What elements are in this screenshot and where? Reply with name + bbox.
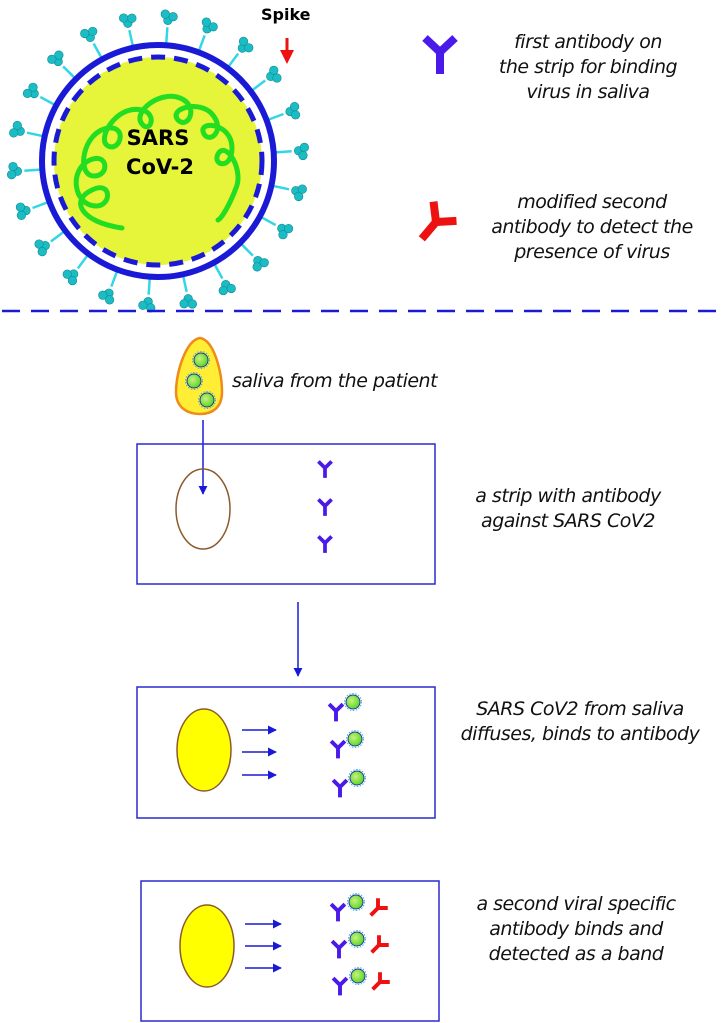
sample-pad-saliva bbox=[179, 904, 235, 988]
spike-icon bbox=[22, 82, 55, 106]
virus-label-line1: SARS bbox=[127, 126, 190, 150]
spike-icon bbox=[9, 120, 43, 138]
virion-icon bbox=[344, 693, 362, 711]
spike-icon bbox=[251, 65, 282, 92]
sample-pad-empty bbox=[175, 468, 231, 550]
strip-caption: a strip with antibody against SARS CoV2 bbox=[475, 485, 661, 532]
virion-icon bbox=[348, 769, 366, 787]
saliva-drop bbox=[174, 336, 224, 416]
spike-icon bbox=[119, 13, 137, 46]
capture-antibody-icon bbox=[317, 460, 333, 478]
detection-antibody-icon bbox=[371, 972, 390, 991]
strip-1 bbox=[136, 443, 436, 585]
spike-icon bbox=[160, 9, 178, 44]
capture-antibody-icon bbox=[317, 498, 333, 516]
spike-icon bbox=[213, 263, 236, 296]
detection-caption: a second viral specific antibody binds a… bbox=[476, 893, 676, 965]
spike-icon bbox=[197, 17, 218, 51]
spike-icon bbox=[273, 184, 307, 202]
capture-antibody-icon bbox=[330, 939, 348, 959]
spike-icon bbox=[7, 161, 41, 180]
second-antibody-legend-text: modified second antibody to detect the p… bbox=[491, 191, 693, 263]
spike-icon bbox=[34, 230, 65, 257]
virion-icon bbox=[347, 893, 365, 911]
binding-caption: SARS CoV2 from saliva diffuses, binds to… bbox=[460, 698, 700, 745]
sars-cov-2-virion: SARS CoV-2 bbox=[7, 9, 309, 313]
capture-antibody-icon bbox=[317, 535, 333, 553]
spike-icon bbox=[98, 271, 119, 305]
spike-icon bbox=[240, 243, 269, 272]
capture-antibody-icon bbox=[331, 778, 349, 798]
capture-antibody-icon bbox=[329, 739, 347, 759]
spike-icon bbox=[227, 36, 254, 68]
spike-icon bbox=[47, 50, 76, 79]
virion-icon bbox=[346, 730, 364, 748]
virion-icon bbox=[348, 930, 366, 948]
capture-antibody-icon bbox=[327, 702, 345, 722]
virion-icon bbox=[185, 372, 203, 390]
spike-label: Spike bbox=[261, 5, 311, 24]
detection-antibody-icon bbox=[369, 898, 388, 917]
capture-antibody-icon bbox=[331, 976, 349, 996]
virion-icon bbox=[198, 391, 216, 409]
viral-rna-icon bbox=[73, 93, 241, 231]
first-antibody-legend-text: first antibody on the strip for binding … bbox=[498, 31, 678, 103]
capture-antibody-icon bbox=[329, 902, 347, 922]
virion-icon bbox=[349, 967, 367, 985]
strip-2 bbox=[136, 686, 436, 819]
spike-icon bbox=[80, 26, 103, 59]
detection-antibody-icon bbox=[370, 935, 389, 954]
spike-icon bbox=[268, 102, 301, 121]
virion-icon bbox=[192, 351, 210, 369]
spike-proteins bbox=[7, 9, 309, 313]
spike-icon bbox=[138, 278, 156, 313]
spike-icon bbox=[275, 142, 309, 161]
spike-icon bbox=[15, 201, 48, 220]
sample-pad-saliva bbox=[176, 708, 232, 792]
spike-icon bbox=[62, 254, 89, 286]
second-antibody-legend-icon bbox=[418, 201, 457, 242]
spike-icon bbox=[179, 276, 197, 309]
spike-pointer-arrow-icon bbox=[280, 38, 294, 64]
strip-3 bbox=[140, 880, 440, 1022]
spike-icon bbox=[261, 216, 294, 240]
saliva-caption: saliva from the patient bbox=[232, 370, 438, 392]
first-antibody-legend-icon bbox=[422, 35, 458, 74]
virus-label-line2: CoV-2 bbox=[126, 155, 194, 179]
